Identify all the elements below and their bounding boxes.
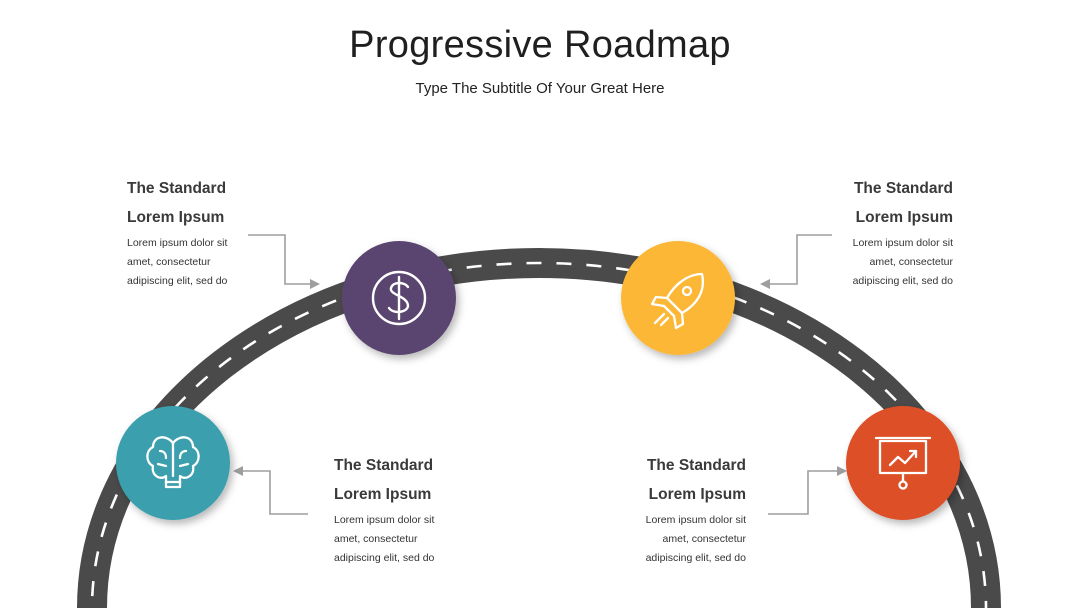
arrowhead-step-4 bbox=[837, 466, 847, 476]
step-1-body-line2: amet, consectetur bbox=[334, 533, 418, 545]
step-4-circle bbox=[846, 406, 960, 520]
step-4-body-line2: amet, consectetur bbox=[662, 533, 746, 545]
connector-step-3 bbox=[770, 234, 832, 285]
step-4-body-line3: adipiscing elit, sed do bbox=[645, 552, 746, 564]
step-1-heading-line2: Lorem Ipsum bbox=[334, 486, 432, 503]
step-2-text: The Standard Lorem Ipsum Lorem ipsum dol… bbox=[127, 174, 267, 291]
step-2-body-line1: Lorem ipsum dolor sit bbox=[127, 237, 228, 249]
arrowhead-step-3 bbox=[760, 279, 770, 289]
step-3-heading-line2: Lorem Ipsum bbox=[855, 209, 953, 226]
dollar-icon bbox=[371, 270, 427, 326]
step-2-body-line3: adipiscing elit, sed do bbox=[127, 275, 228, 287]
step-2-body-line2: amet, consectetur bbox=[127, 256, 211, 268]
step-3-circle bbox=[621, 241, 735, 355]
brain-icon bbox=[146, 436, 200, 489]
step-3-text: The Standard Lorem Ipsum Lorem ipsum dol… bbox=[813, 174, 953, 291]
page-title: Progressive Roadmap bbox=[349, 24, 731, 66]
step-1-heading-line1: The Standard bbox=[334, 457, 434, 474]
step-2-heading-line1: The Standard bbox=[127, 180, 227, 197]
connector-arrows bbox=[242, 234, 838, 515]
step-4-heading-line2: Lorem Ipsum bbox=[648, 486, 746, 503]
step-1-body-line3: adipiscing elit, sed do bbox=[334, 552, 435, 564]
step-3-body-line2: amet, consectetur bbox=[869, 256, 953, 268]
road-arc bbox=[77, 248, 1001, 608]
step-4-heading-line1: The Standard bbox=[646, 457, 746, 474]
step-3-body-line1: Lorem ipsum dolor sit bbox=[852, 237, 953, 249]
step-4-body-line1: Lorem ipsum dolor sit bbox=[645, 514, 746, 526]
step-1-body-line1: Lorem ipsum dolor sit bbox=[334, 514, 435, 526]
step-3-heading-line1: The Standard bbox=[853, 180, 953, 197]
connector-step-1 bbox=[242, 470, 308, 515]
connector-step-2 bbox=[248, 234, 312, 285]
page-subtitle: Type The Subtitle Of Your Great Here bbox=[415, 80, 665, 97]
arrowhead-step-1 bbox=[233, 466, 243, 476]
connector-step-4 bbox=[768, 470, 838, 515]
road-center-dashes bbox=[90, 261, 988, 608]
presentation-chart-icon bbox=[874, 436, 932, 490]
step-1-text: The Standard Lorem Ipsum Lorem ipsum dol… bbox=[334, 451, 474, 568]
rocket-icon bbox=[650, 272, 705, 330]
connector-arrowheads bbox=[233, 279, 847, 476]
step-2-heading-line2: Lorem Ipsum bbox=[127, 209, 225, 226]
step-4-text: The Standard Lorem Ipsum Lorem ipsum dol… bbox=[606, 451, 746, 568]
arrowhead-step-2 bbox=[310, 279, 320, 289]
step-3-body-line3: adipiscing elit, sed do bbox=[852, 275, 953, 287]
